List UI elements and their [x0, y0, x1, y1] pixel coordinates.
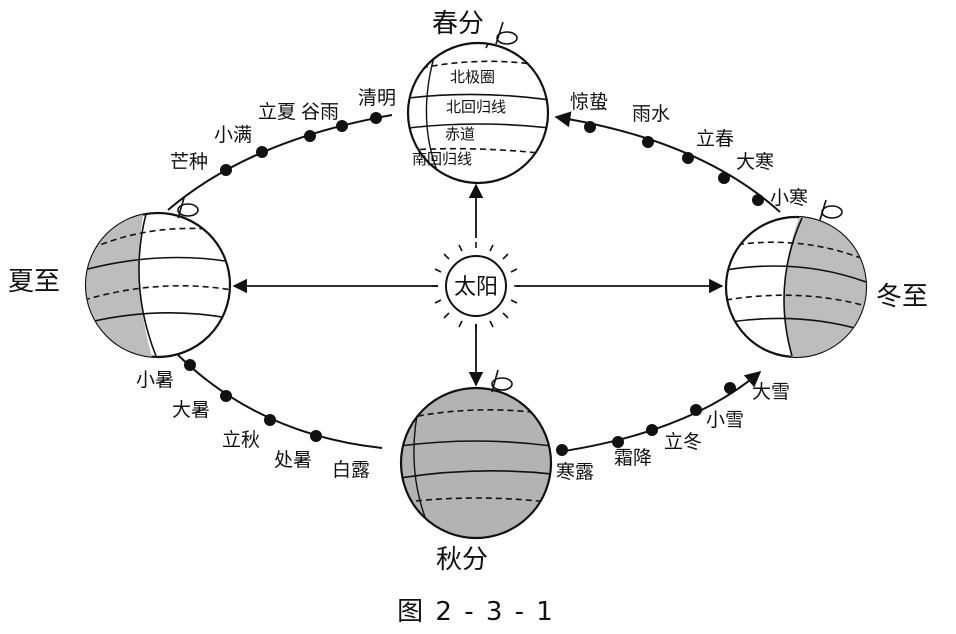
term-daxue: 大雪	[752, 381, 790, 403]
term-bailu: 白露	[332, 459, 370, 481]
dot-lidong	[646, 424, 658, 436]
term-shuangjiang: 霜降	[614, 447, 652, 469]
winter-rotation-icon	[820, 200, 842, 220]
dot-dashu	[220, 390, 232, 402]
term-dahan: 大寒	[736, 151, 774, 173]
autumn-rotation-icon	[492, 370, 512, 392]
dot-xiaoxue	[690, 404, 702, 416]
spring-label-equator: 赤道	[445, 125, 475, 143]
label-winter-solstice: 冬至	[876, 282, 928, 312]
dot-yushui	[642, 136, 654, 148]
term-qingming: 清明	[358, 87, 396, 109]
globe-spring-equinox: 北极圈 北回归线 赤道 南回归线	[408, 22, 550, 183]
figure-caption: 图 2 - 3 - 1	[397, 597, 555, 627]
dot-chushu	[310, 430, 322, 442]
term-dashu: 大暑	[172, 399, 210, 421]
sun-label: 太阳	[454, 275, 498, 300]
term-xiaoshu: 小暑	[136, 369, 174, 391]
term-lixia: 立夏	[258, 101, 296, 123]
term-jingzhe: 惊蛰	[570, 91, 608, 113]
term-mangzhong: 芒种	[170, 151, 208, 173]
globe-winter-solstice	[726, 200, 870, 360]
label-spring-equinox: 春分	[432, 9, 484, 39]
term-lichun: 立春	[696, 128, 734, 150]
summer-rotation-icon	[178, 198, 198, 218]
dot-xiaoshu	[184, 359, 196, 371]
dot-lixia	[304, 130, 316, 142]
term-lidong: 立冬	[664, 431, 702, 453]
dot-hanlu	[556, 444, 568, 456]
dot-jingzhe	[584, 121, 596, 133]
term-xiaoman: 小满	[214, 124, 252, 146]
term-liqiu: 立秋	[222, 429, 260, 451]
spring-label-tropic-capricorn: 南回归线	[412, 150, 472, 168]
term-yushui: 雨水	[632, 103, 670, 125]
term-chushu: 处暑	[274, 449, 312, 471]
globe-summer-solstice	[70, 198, 232, 370]
spring-label-tropic-cancer: 北回归线	[446, 98, 506, 116]
term-guyu: 谷雨	[301, 101, 339, 123]
dot-lichun	[682, 152, 694, 164]
term-xiaoxue: 小雪	[706, 409, 744, 431]
dot-mangzhong	[220, 164, 232, 176]
dot-daxue	[724, 382, 736, 394]
dot-xiaohan	[752, 194, 764, 206]
globe-autumn-equinox	[400, 370, 552, 538]
term-xiaohan: 小寒	[770, 187, 808, 209]
spring-label-arctic-circle: 北极圈	[450, 68, 495, 86]
label-autumn-equinox: 秋分	[436, 545, 488, 575]
dot-xiaoman	[256, 146, 268, 158]
sun: 太阳	[432, 242, 520, 330]
dot-qingming	[370, 112, 382, 124]
term-hanlu: 寒露	[556, 461, 594, 483]
label-summer-solstice: 夏至	[8, 267, 60, 297]
spring-rotation-icon	[496, 22, 517, 44]
dot-liqiu	[264, 414, 276, 426]
dot-dahan	[718, 172, 730, 184]
